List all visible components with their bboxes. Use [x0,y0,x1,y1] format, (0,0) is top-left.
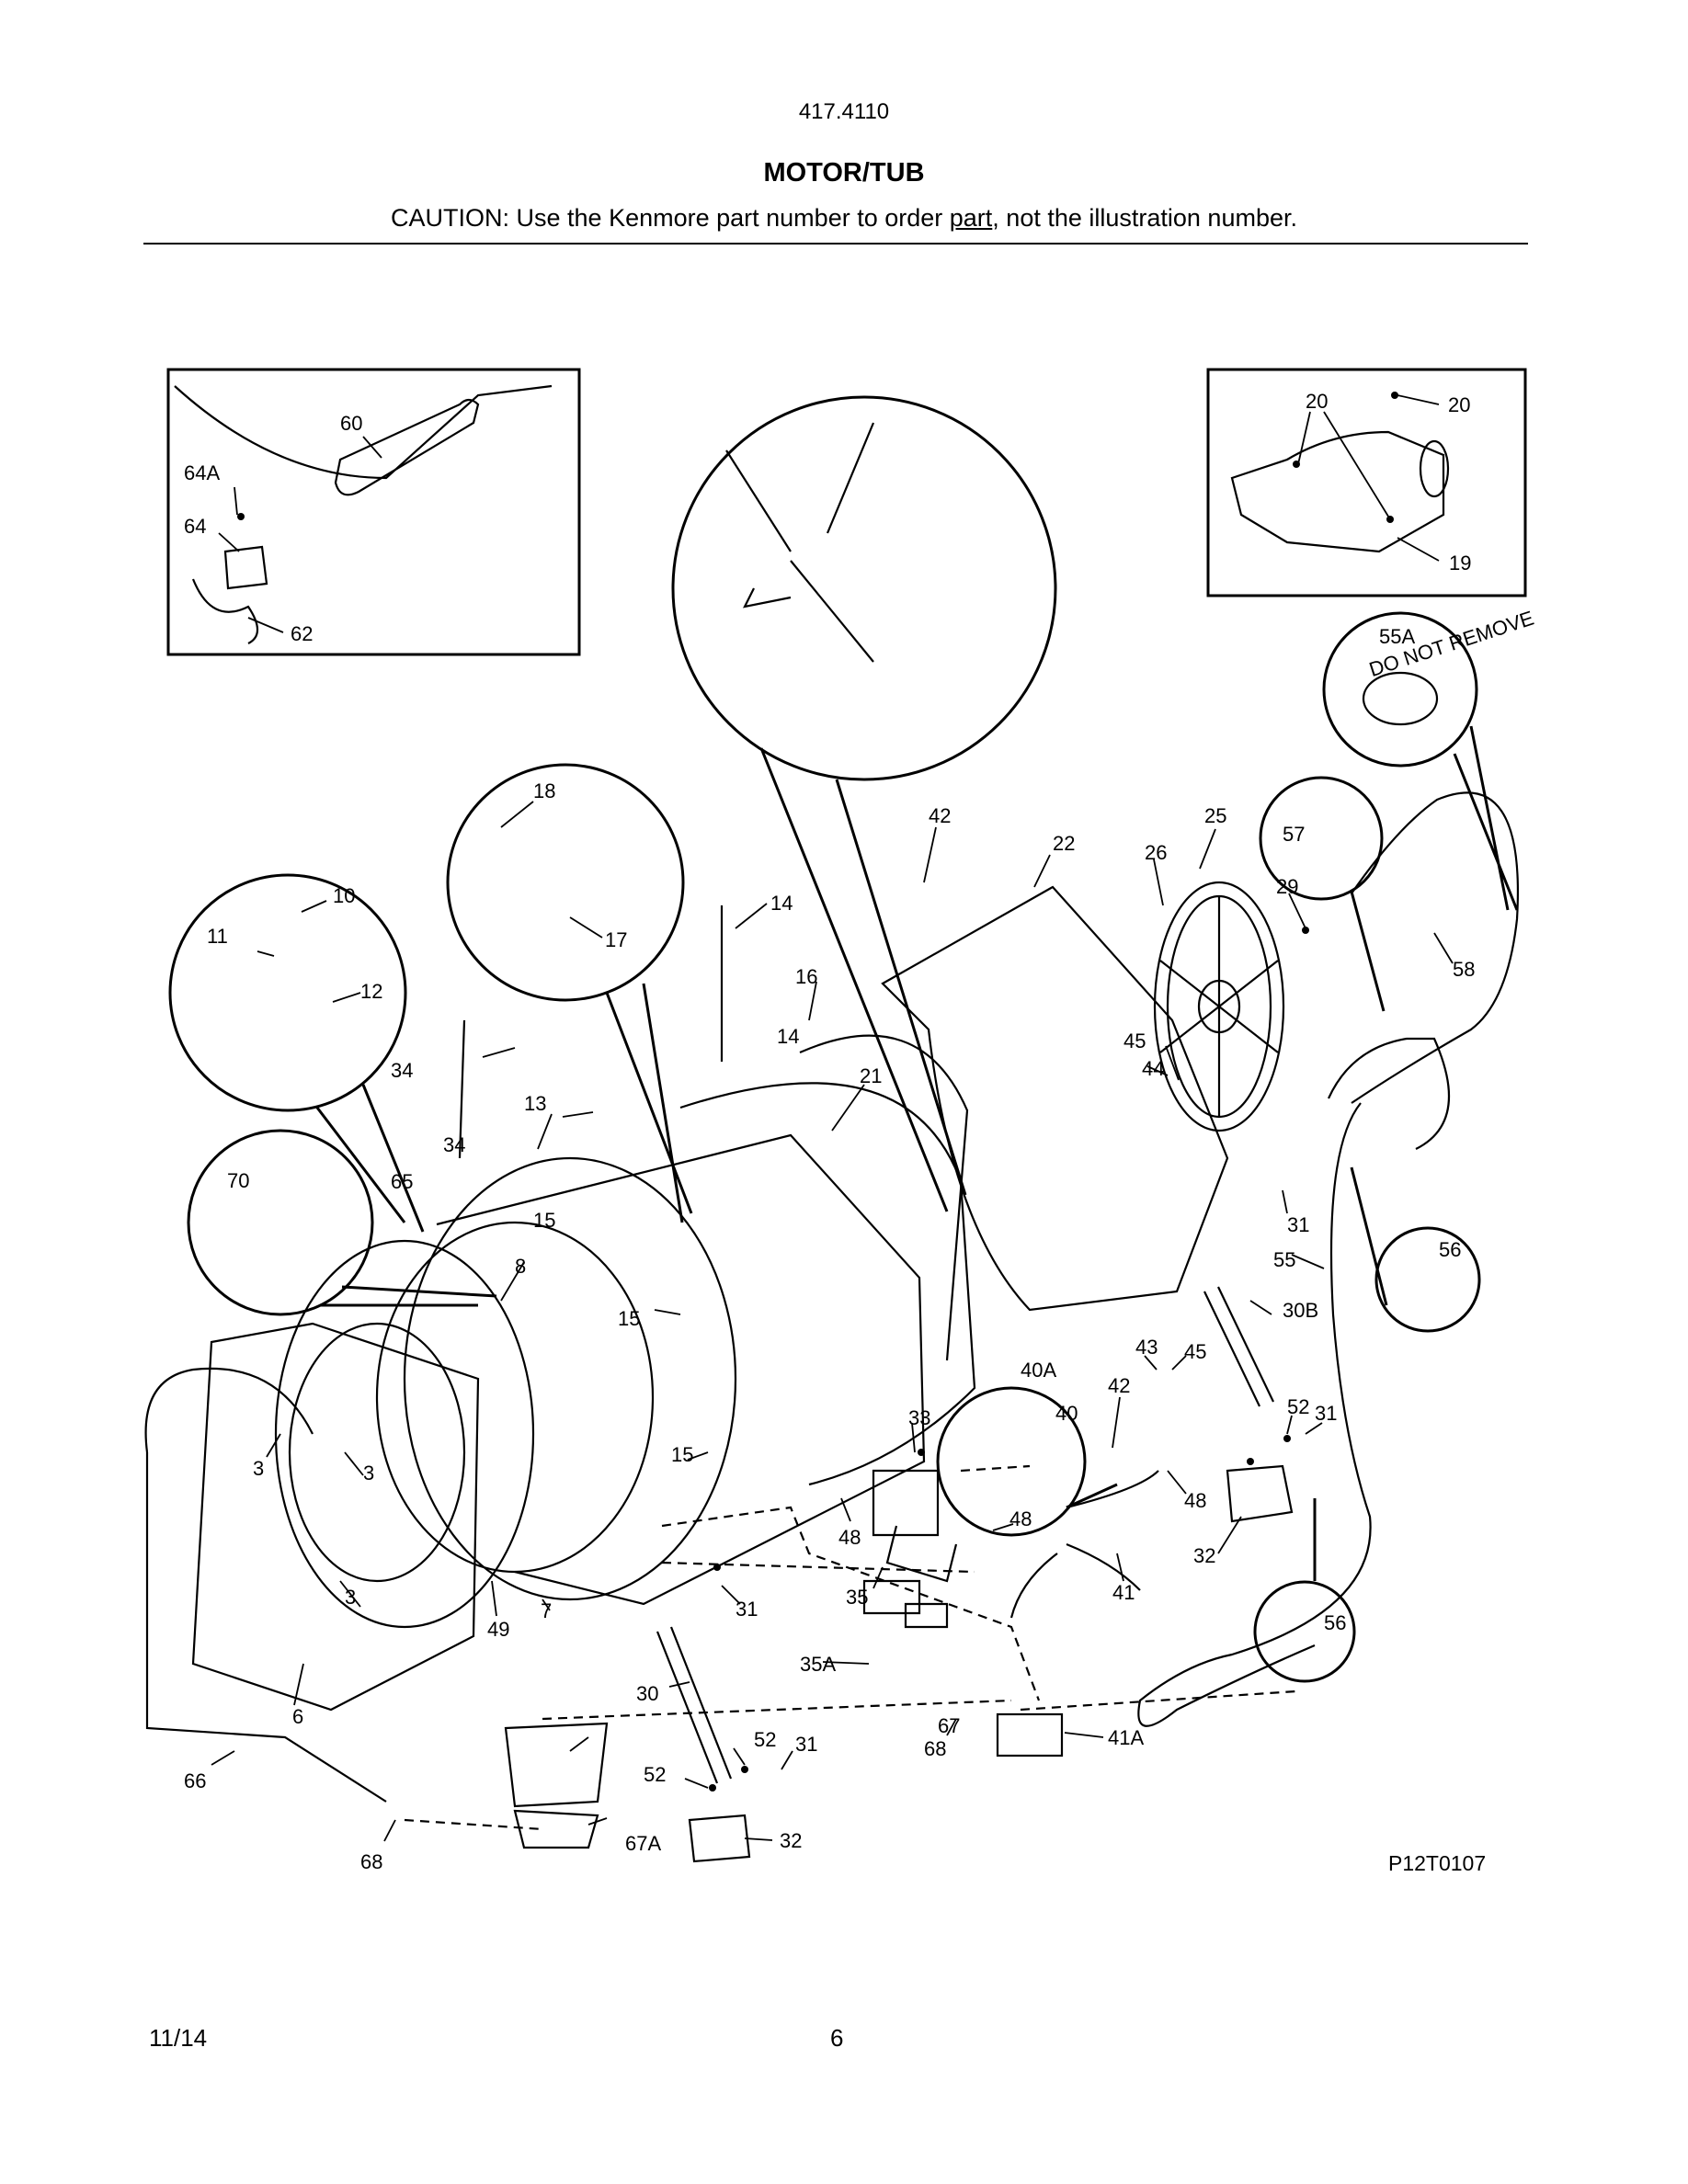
callout-26: 26 [1145,841,1167,864]
inset-label-pump_top: 60 [340,412,362,435]
callout-42: 42 [1108,1374,1130,1397]
callout-8: 8 [515,1255,526,1278]
inset-label-motor_top: 20 [1448,393,1470,416]
inset-label-pump_top: 62 [291,622,313,645]
callout-15: 15 [618,1307,640,1330]
inset-label-c56a: 56 [1439,1238,1461,1261]
inset-label-pump_top: 64 [184,515,206,538]
callout-55: 55 [1273,1248,1295,1271]
zoom-18 [446,763,685,1002]
callout-33: 33 [908,1406,930,1429]
callout-35: 35 [846,1586,868,1609]
callout-49: 49 [487,1618,509,1641]
inset-label-c18: 17 [605,928,627,951]
callout-30: 30 [636,1682,658,1705]
callout-14: 14 [770,892,793,915]
callout-34: 34 [443,1133,465,1156]
caution-part-link[interactable]: part [949,204,993,232]
callout-67: 67 [938,1714,960,1737]
callout-32: 32 [1193,1544,1215,1567]
footer-date: 11/14 [149,2024,208,2052]
inset-label-c10: 12 [360,980,382,1003]
callout-52: 52 [1287,1395,1309,1418]
callout-48: 48 [1009,1507,1032,1530]
callout-29: 29 [1276,875,1298,898]
callout-42: 42 [929,804,951,827]
callout-41a: 41A [1108,1726,1144,1749]
callout-41: 41 [1112,1581,1135,1604]
callout-35a: 35A [800,1653,836,1676]
caution-note: CAUTION: Use the Kenmore part number to … [0,204,1688,233]
callout-25: 25 [1204,804,1226,827]
zoom-spider [671,395,1057,781]
inset-label-c55a: 55A [1379,625,1415,648]
inset-label-c56b: 56 [1324,1611,1346,1634]
callout-7: 7 [541,1599,552,1622]
callout-45: 45 [1184,1340,1206,1363]
callout-68: 68 [360,1850,382,1873]
callout-3: 3 [363,1462,374,1484]
inset-pump-top [166,368,581,656]
zoom-10 [168,873,407,1112]
inset-label-motor_top: 19 [1449,552,1471,574]
callout-31: 31 [1287,1213,1309,1236]
footer-page-number: 6 [830,2024,844,2052]
callout-15: 15 [671,1443,693,1466]
callout-66: 66 [184,1769,206,1792]
header-rule [143,243,1528,245]
zoom-40 [936,1386,1087,1537]
callout-48: 48 [838,1526,861,1549]
callout-43: 43 [1135,1336,1158,1359]
inset-label-c40: 40A [1021,1359,1056,1382]
callout-21: 21 [860,1064,882,1087]
zoom-55a [1322,611,1478,768]
callout-31: 31 [1315,1402,1337,1425]
inset-label-c10: 11 [207,925,228,948]
callout-13: 13 [524,1092,546,1115]
inset-label-c40: 40 [1055,1402,1078,1425]
callout-32: 32 [780,1829,802,1852]
zoom-56b [1253,1580,1356,1683]
page-title: MOTOR/TUB [763,158,925,188]
callout-16: 16 [795,965,817,988]
callout-30b: 30B [1283,1299,1318,1322]
callout-52: 52 [644,1763,666,1786]
inset-label-c10: 10 [333,884,355,907]
callout-34: 34 [391,1059,413,1082]
zoom-57 [1259,776,1384,901]
caution-text-after: , not the illustration number. [992,204,1297,232]
callout-14: 14 [777,1025,799,1048]
callout-3: 3 [345,1586,356,1609]
callout-44: 44 [1142,1057,1164,1080]
callout-52: 52 [754,1728,776,1751]
callout-22: 22 [1053,832,1075,855]
callout-31: 31 [795,1733,817,1756]
zoom-56a [1374,1226,1481,1333]
inset-label-pump_top: 64A [184,461,220,484]
callout-31: 31 [736,1598,758,1621]
inset-label-c57: 57 [1283,823,1305,846]
inset-label-c18: 18 [533,779,555,802]
callout-48: 48 [1184,1489,1206,1512]
callout-45: 45 [1123,1029,1146,1052]
caution-text-before: CAUTION: Use the Kenmore part number to … [391,204,950,232]
inset-label-motor_top: 20 [1306,390,1328,413]
callout-68: 68 [924,1737,946,1760]
diagram-code: P12T0107 [1388,1851,1486,1875]
inset-motor-top [1206,368,1527,597]
callout-6: 6 [292,1705,303,1728]
callout-58: 58 [1453,958,1475,981]
inset-label-c70: 70 [227,1169,249,1192]
model-number: 417.4110 [798,99,890,124]
callout-3: 3 [253,1457,264,1480]
callout-15: 15 [533,1209,555,1232]
zoom-70 [187,1129,374,1316]
callout-65: 65 [391,1170,413,1193]
callout-67a: 67A [625,1832,661,1855]
